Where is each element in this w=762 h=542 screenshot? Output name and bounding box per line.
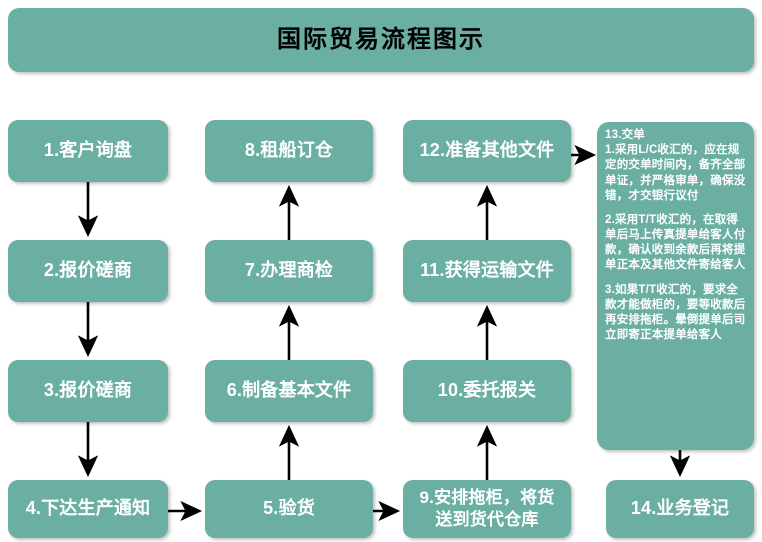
node-4-production-notice[interactable]: 4.下达生产通知 bbox=[8, 480, 168, 538]
notes-paragraph-2: 2.采用T/T收汇的，在取得单后马上传真提单给客人付款，确认收到余款后再将提单正… bbox=[605, 213, 746, 272]
node-9-arrange-container[interactable]: 9.安排拖柜，将货 送到货代仓库 bbox=[403, 480, 571, 538]
chart-title: 国际贸易流程图示 bbox=[8, 8, 754, 72]
notes-paragraph-1: 1.采用L/C收汇的，应在规定的交单时间内，备齐全部单证，并严格审单，确保没错，… bbox=[605, 144, 746, 202]
node-5-inspect-goods[interactable]: 5.验货 bbox=[205, 480, 373, 538]
node-7-commodity-inspection[interactable]: 7.办理商检 bbox=[205, 240, 373, 302]
node-2-price-negotiation[interactable]: 2.报价磋商 bbox=[8, 240, 168, 302]
node-12-prepare-other-documents[interactable]: 12.准备其他文件 bbox=[403, 120, 571, 182]
node-3-price-negotiation[interactable]: 3.报价磋商 bbox=[8, 360, 168, 422]
node-9-line-1: 9.安排拖柜，将货 bbox=[419, 487, 555, 507]
node-6-prepare-basic-documents[interactable]: 6.制备基本文件 bbox=[205, 360, 373, 422]
node-9-line-2: 送到货代仓库 bbox=[435, 510, 539, 529]
node-8-charter-booking[interactable]: 8.租船订仓 bbox=[205, 120, 373, 182]
node-13-document-presentation-notes[interactable]: 13.交单 1.采用L/C收汇的，应在规定的交单时间内，备齐全部单证，并严格审单… bbox=[597, 122, 754, 450]
notes-heading: 13.交单 bbox=[605, 129, 645, 141]
node-1-customer-inquiry[interactable]: 1.客户询盘 bbox=[8, 120, 168, 182]
notes-paragraph-3: 3.如果T/T收汇的，要求全款才能做柜的，要等收款后再安排拖柜。晕倒提单后司立即… bbox=[605, 283, 746, 342]
node-14-business-registration[interactable]: 14.业务登记 bbox=[606, 480, 754, 538]
node-11-obtain-transport-documents[interactable]: 11.获得运输文件 bbox=[403, 240, 571, 302]
node-10-entrust-customs-declaration[interactable]: 10.委托报关 bbox=[403, 360, 571, 422]
